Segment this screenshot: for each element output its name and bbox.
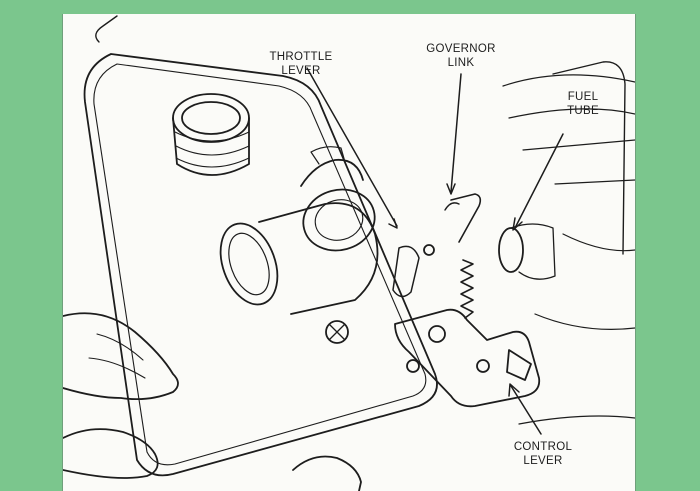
governor-link-label-line2: LINK [448, 57, 475, 69]
mount-screw-head [325, 320, 349, 344]
carb-throat-mouth [219, 222, 279, 306]
throttle-lever-label-line1: THROTTLE [269, 51, 332, 63]
fuel-tube-arrowhead [512, 217, 523, 231]
upper-hand-edge [95, 15, 118, 43]
fuel-tube-label-line2: TUBE [567, 105, 599, 117]
mounting-plate-inner-rim [93, 63, 427, 466]
mounting-plate-outline [83, 53, 438, 477]
control-lever-tab [506, 349, 532, 381]
bracket-hole-2 [476, 359, 490, 373]
governor-link-rod [450, 193, 482, 243]
control-lever-label-line1: CONTROL [514, 441, 573, 453]
carb-bore-inner [314, 199, 364, 241]
carb-throat-inner [228, 232, 270, 296]
bottom-thumb [292, 455, 362, 491]
hand-fingers [63, 312, 179, 401]
carb-bore-ring [302, 188, 376, 252]
engine-shroud-edge [552, 61, 626, 255]
throttle-lever-leader [306, 67, 398, 227]
throttle-pivot [423, 244, 435, 256]
control-lever-label: CONTROL LEVER [514, 441, 573, 467]
governor-link-label: GOVERNOR LINK [426, 43, 496, 69]
bracket-hole-3 [406, 359, 420, 373]
fuel-tube-leader [514, 133, 564, 229]
fuel-tube-label: FUEL TUBE [567, 91, 599, 117]
throttle-lever-label-line2: LEVER [281, 65, 320, 77]
paper-background [63, 14, 635, 491]
carb-throat-body [258, 202, 379, 315]
filler-cap-inner [181, 101, 241, 135]
carburetor-linkage-diagram: THROTTLE LEVER GOVERNOR LINK FUEL TUBE C… [63, 14, 635, 491]
diagram-frame: THROTTLE LEVER GOVERNOR LINK FUEL TUBE C… [62, 14, 636, 491]
throttle-lever-arrowhead [388, 218, 398, 229]
hand-knuckle-lines [88, 333, 146, 379]
control-lever-label-line2: LEVER [523, 455, 562, 467]
control-lever-leader [510, 385, 542, 435]
governor-link-label-line1: GOVERNOR [426, 43, 496, 55]
governor-link-leader [450, 73, 462, 193]
control-bracket-plate [394, 308, 541, 408]
mount-screw-slot [329, 324, 345, 340]
bracket-hole-1 [428, 325, 446, 343]
governor-link-hook [444, 202, 460, 211]
throttle-lever-arm [392, 245, 420, 298]
engine-block-lines [502, 74, 635, 425]
governor-spring [460, 259, 474, 319]
control-lever-arrowhead [508, 383, 520, 397]
governor-link-arrowhead [446, 183, 456, 195]
carb-upper-boss [300, 158, 364, 187]
throttle-lever-label: THROTTLE LEVER [269, 51, 332, 77]
filler-neck-threads [174, 131, 250, 168]
filler-neck-body [172, 117, 250, 176]
carb-vent-fitting [310, 146, 346, 165]
lower-hand [63, 428, 159, 479]
engine-linework [63, 15, 635, 491]
fuel-tube-line [510, 223, 556, 280]
fuel-tube-label-line1: FUEL [568, 91, 599, 103]
